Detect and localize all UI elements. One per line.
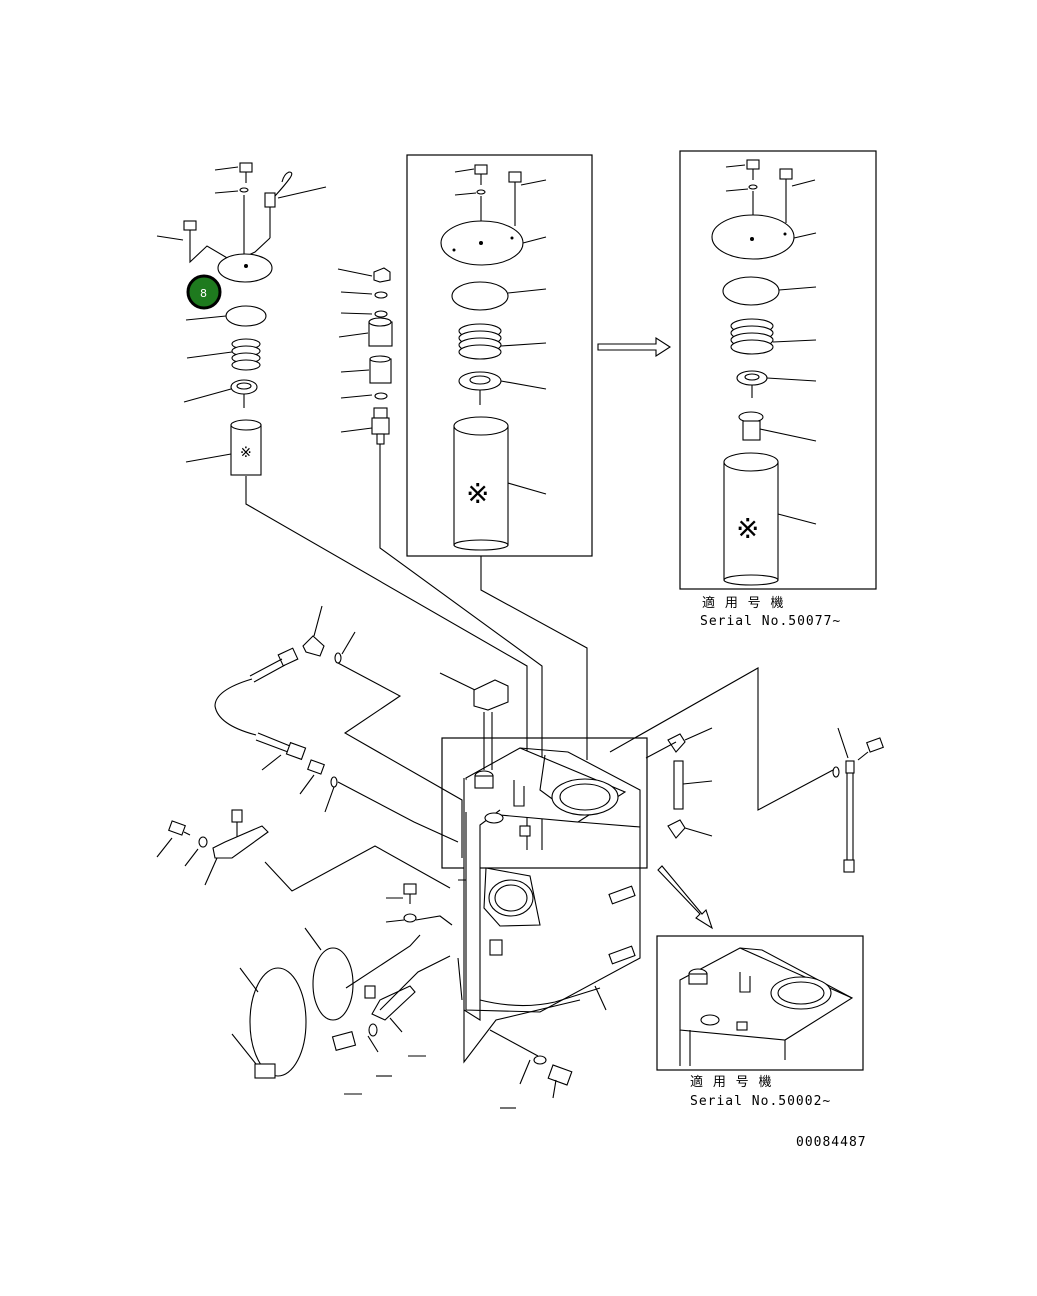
pipe-fittings-right	[609, 667, 834, 839]
filter-inset-serial-50077: ※	[679, 150, 877, 590]
inset-lower-applicable-label: 適 用 号 機	[690, 1074, 772, 1090]
hose-assembly	[214, 605, 463, 858]
drain-plug-parts	[489, 1029, 573, 1109]
sensor-bracket-parts	[156, 809, 451, 892]
inset-upper-serial-label: Serial No.50077~	[700, 614, 841, 629]
cover-plate-parts	[231, 883, 453, 1095]
arrow-right-icon	[597, 336, 672, 358]
svg-text:※: ※	[466, 477, 489, 510]
tank-inset-serial-50002	[656, 935, 864, 1071]
arrow-down-right-icon	[657, 865, 714, 930]
callout-number: 8	[200, 287, 207, 300]
inset-lower-serial-label: Serial No.50002~	[690, 1094, 831, 1109]
svg-text:※: ※	[736, 512, 759, 545]
inset-upper-applicable-label: 適 用 号 機	[702, 595, 784, 611]
svg-text:※: ※	[240, 445, 252, 461]
level-gauge	[439, 672, 509, 770]
tie-rod	[832, 727, 884, 873]
filter-assembly-left: ※	[156, 162, 528, 850]
filter-inset-standard: ※	[406, 154, 593, 760]
callout-badge[interactable]: 8	[186, 274, 222, 310]
hydraulic-tank	[441, 737, 648, 1064]
drawing-number: 00084487	[796, 1135, 867, 1150]
